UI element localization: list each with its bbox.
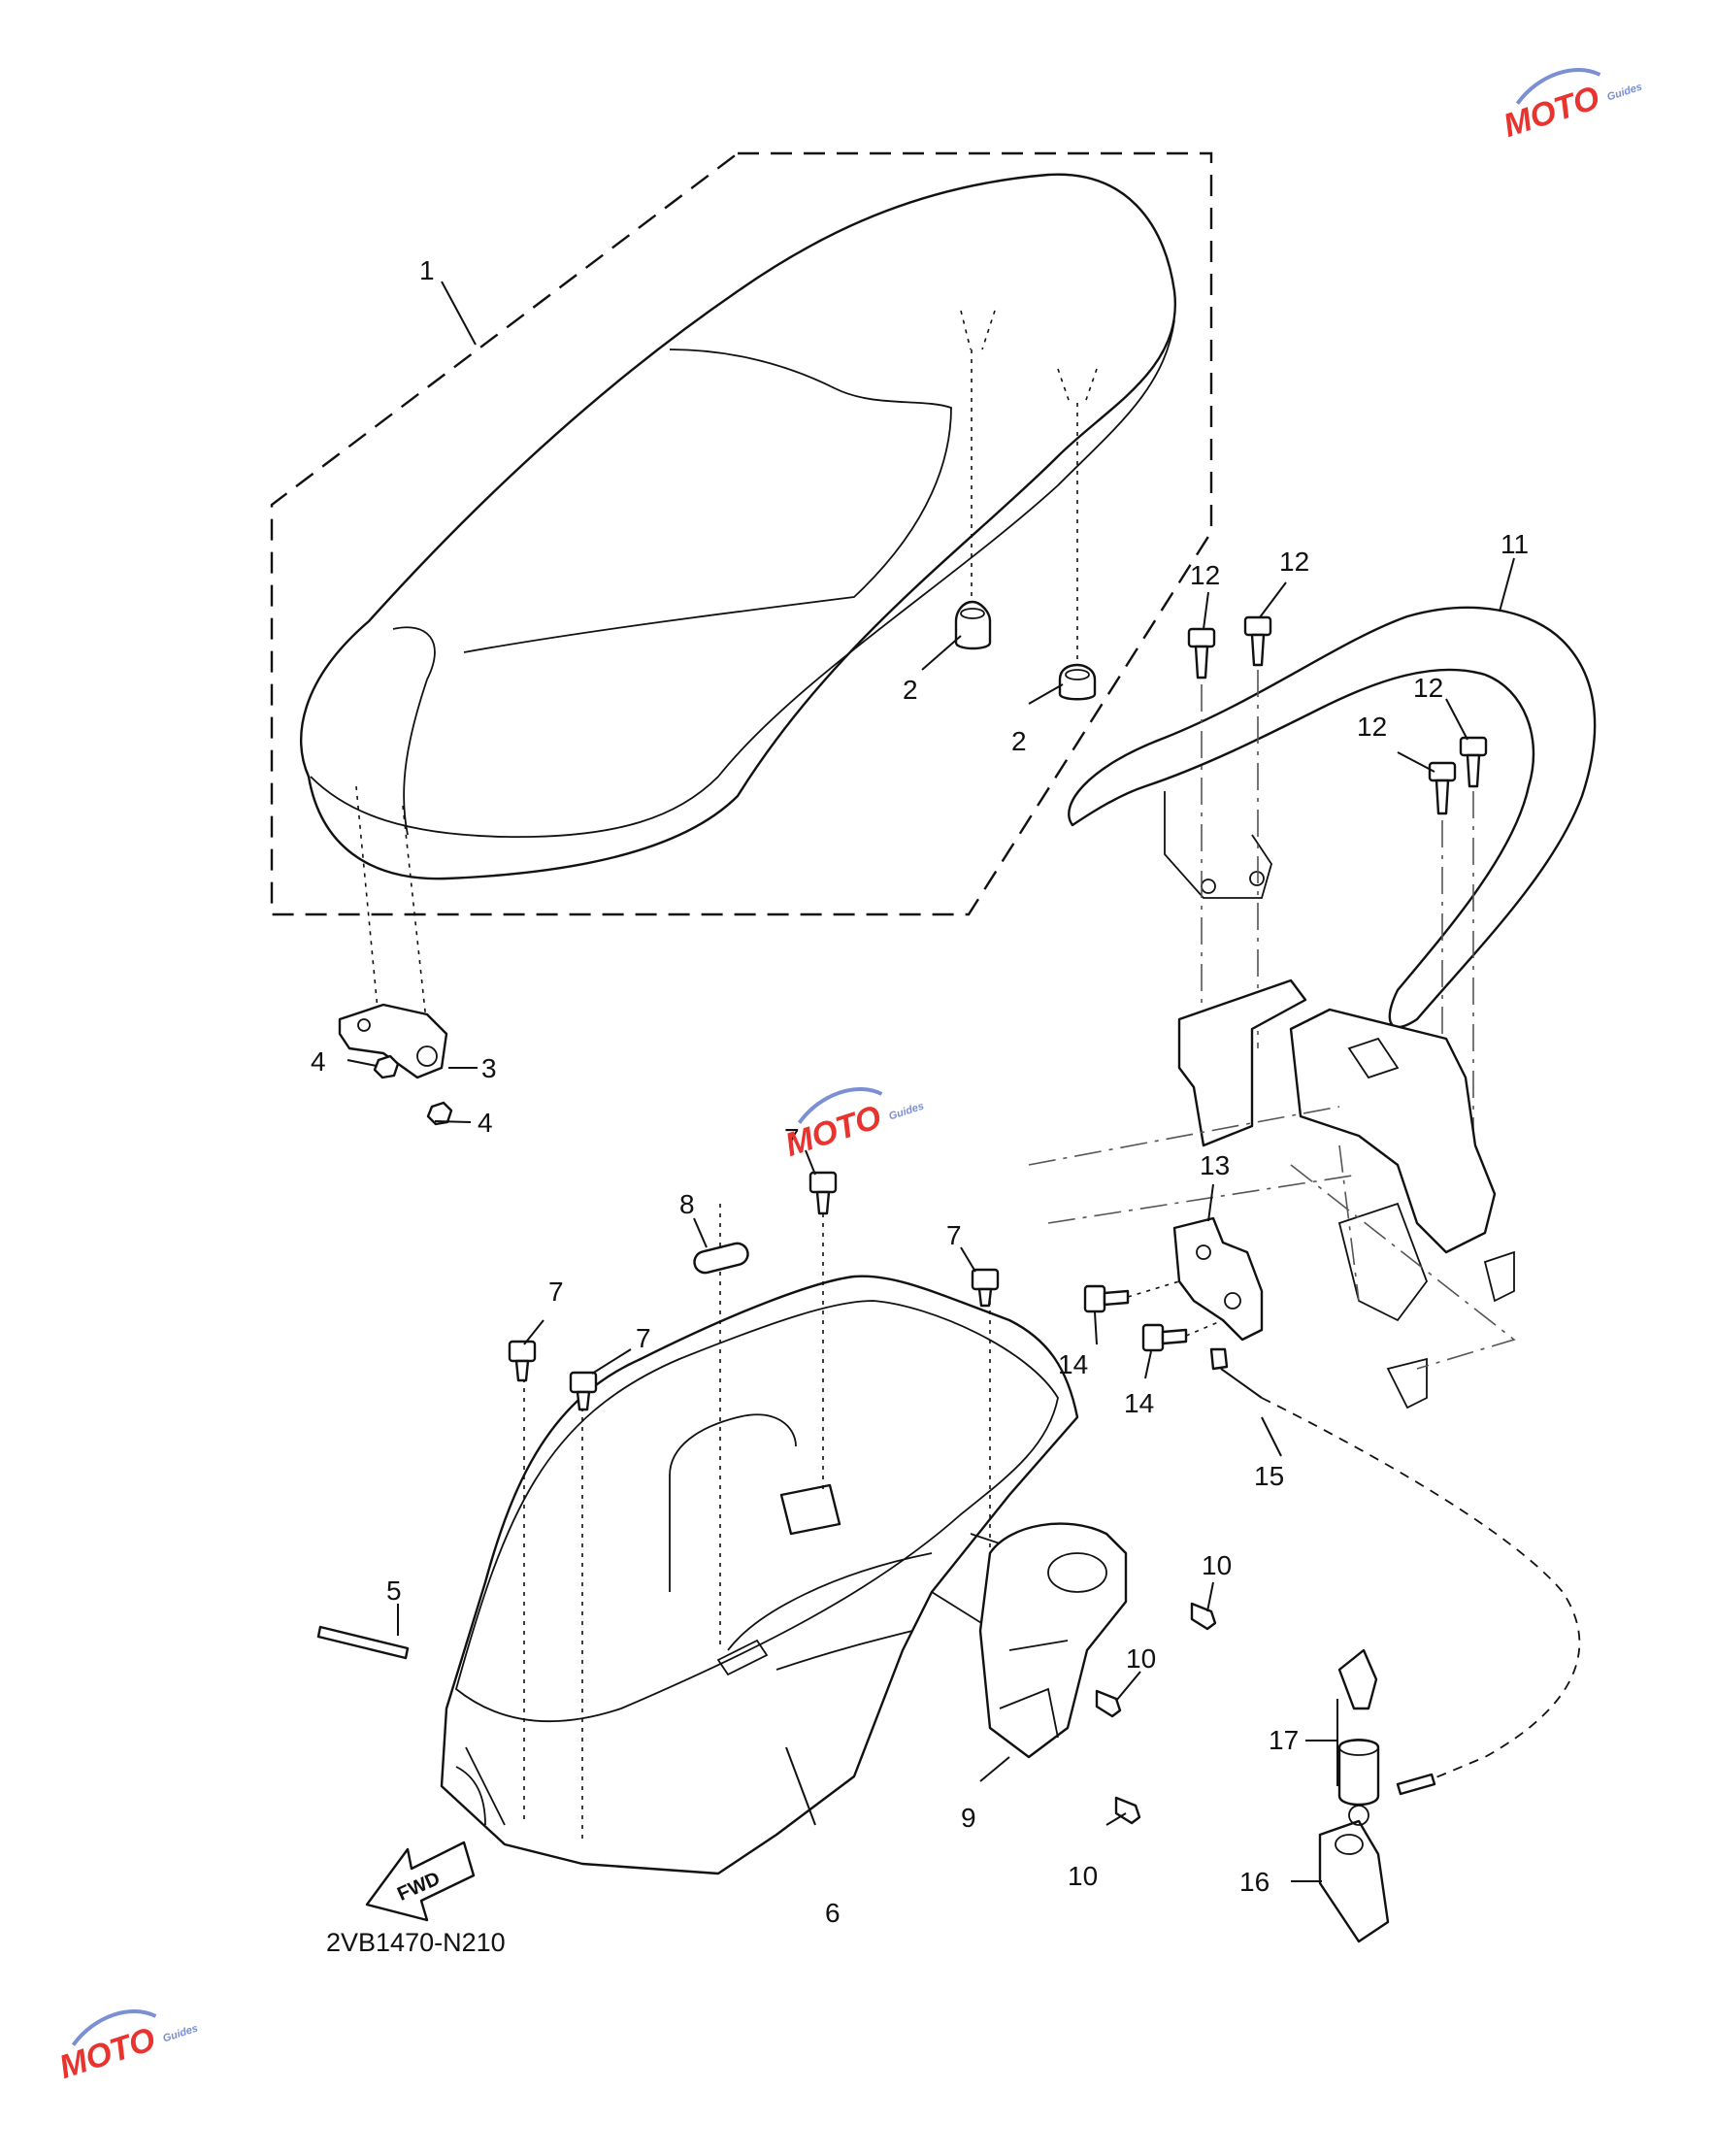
- callout-7: 7: [636, 1323, 651, 1353]
- seat-part-1: [299, 173, 1177, 880]
- callout-12: 12: [1190, 560, 1220, 590]
- callout-4: 4: [478, 1108, 493, 1138]
- callout-7: 7: [946, 1220, 962, 1250]
- svg-text:MOTO: MOTO: [54, 2021, 159, 2086]
- rear-frame-bracket: [1177, 978, 1515, 1410]
- svg-text:MOTO: MOTO: [780, 1099, 885, 1164]
- callout-14: 14: [1058, 1349, 1088, 1379]
- svg-text:Guides: Guides: [887, 1101, 925, 1123]
- cable-part-15: [1209, 1347, 1581, 1796]
- seat-assembly-boundary: [270, 151, 1213, 916]
- callout-10: 10: [1202, 1550, 1232, 1580]
- callout-13: 13: [1200, 1150, 1230, 1180]
- callout-7: 7: [784, 1123, 800, 1153]
- storage-box-part-6: [440, 1275, 1088, 1875]
- bolt-part-12b: [1243, 615, 1272, 667]
- svg-text:Guides: Guides: [1605, 82, 1643, 104]
- guide-line: [1028, 1106, 1516, 1370]
- callout-9: 9: [961, 1803, 976, 1833]
- damper-part-2a: [954, 600, 992, 650]
- guide-line: [523, 1204, 991, 1844]
- guide-line: [355, 349, 1078, 1030]
- screw-part-10c: [1114, 1796, 1141, 1825]
- watermark-logo-center: MOTO Guides: [780, 1086, 925, 1164]
- nut-part-4a: [373, 1054, 400, 1079]
- seat-lock-part-13: [1172, 1216, 1264, 1342]
- hinge-part-3: [338, 1003, 448, 1079]
- key-cylinder-part-17: [1337, 1648, 1380, 1826]
- callout-2: 2: [1011, 726, 1027, 756]
- leader-lines: [346, 281, 1515, 1882]
- callout-15: 15: [1254, 1461, 1284, 1491]
- callout-16: 16: [1239, 1867, 1270, 1897]
- forward-direction-arrow: FWD: [365, 1841, 476, 1922]
- callout-14: 14: [1124, 1388, 1154, 1418]
- damper-part-2b: [1058, 663, 1097, 701]
- callout-5: 5: [386, 1576, 402, 1606]
- svg-text:Guides: Guides: [161, 2023, 199, 2045]
- callout-1: 1: [419, 255, 435, 285]
- callout-8: 8: [679, 1189, 695, 1219]
- pad-part-8: [693, 1242, 749, 1275]
- callout-11: 11: [1501, 529, 1529, 559]
- bolt-part-7a: [808, 1171, 838, 1215]
- callout-6: 6: [825, 1898, 841, 1928]
- screw-part-10a: [1190, 1602, 1217, 1631]
- bolt-part-7c: [508, 1340, 537, 1382]
- bolt-part-12d: [1459, 736, 1488, 788]
- screw-part-10b: [1095, 1689, 1122, 1718]
- duct-part-9: [978, 1522, 1128, 1759]
- bolt-part-12a: [1187, 627, 1216, 680]
- callout-17: 17: [1269, 1725, 1299, 1755]
- svg-text:MOTO: MOTO: [1499, 80, 1603, 145]
- bolt-part-14b: [1141, 1323, 1188, 1352]
- bolt-part-14a: [1083, 1284, 1130, 1313]
- lock-bracket-part-16: [1318, 1819, 1390, 1943]
- callout-10: 10: [1126, 1643, 1156, 1674]
- bolt-part-7d: [569, 1371, 598, 1411]
- callout-12: 12: [1413, 673, 1443, 703]
- bolt-part-12c: [1428, 761, 1457, 815]
- bolt-part-7b: [971, 1268, 1000, 1308]
- callout-labels: 1 2 2 3 4 4 5 6 7 7 7 7 8 9 10 10 10 11 …: [311, 255, 1529, 1928]
- guide-line: [1201, 670, 1474, 1204]
- callout-12: 12: [1357, 712, 1387, 742]
- rod-part-5: [316, 1625, 410, 1660]
- callout-4: 4: [311, 1046, 326, 1077]
- watermark-logo-bottom-left: MOTO Guides: [54, 2008, 199, 2086]
- callout-2: 2: [903, 675, 918, 705]
- guide-line: [1127, 1280, 1224, 1337]
- watermark-logo-top-right: MOTO Guides: [1499, 67, 1643, 145]
- callout-12: 12: [1279, 547, 1309, 577]
- callout-10: 10: [1068, 1861, 1098, 1891]
- diagram-code: 2VB1470-N210: [326, 1928, 506, 1957]
- callout-7: 7: [548, 1277, 564, 1307]
- grab-bar-part-11: [1068, 606, 1597, 1029]
- callout-3: 3: [481, 1053, 497, 1083]
